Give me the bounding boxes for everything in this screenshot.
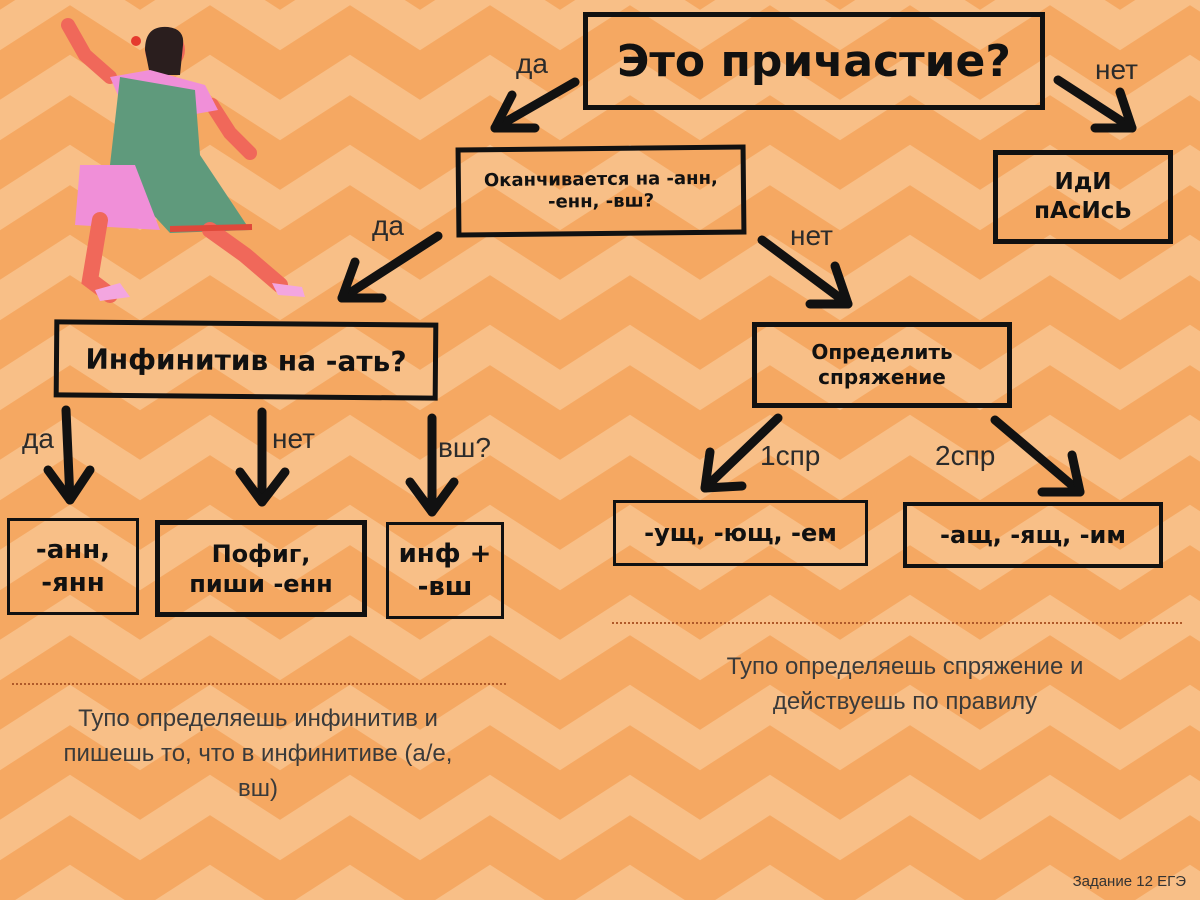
chevron-stripe — [0, 324, 1200, 411]
label-root-no: нет — [1095, 54, 1138, 85]
arrow-inf-no — [235, 407, 290, 507]
right-note: Тупо определяешь спряжение и действуешь … — [640, 650, 1170, 720]
go-away-line-2: пАсИсЬ — [1034, 198, 1132, 224]
ending-question-line-2: -енн, -вш? — [547, 190, 655, 213]
label-conj-2: 2спр — [935, 440, 996, 471]
left-note-line-2: пишешь то, что в инфинитиве (а/е, — [63, 739, 453, 767]
label-q2-yes: да — [372, 210, 404, 241]
label-inf-yes: да — [22, 423, 54, 454]
chevron-stripe — [0, 504, 1200, 591]
root-question-text: Это причастие? — [617, 35, 1011, 87]
chevron-stripe — [0, 54, 1200, 141]
arrow-q2-yes — [337, 231, 443, 303]
conj2-endings-box: -ащ, -ящ, -им — [903, 502, 1163, 568]
arrow-conj-2 — [990, 415, 1085, 497]
arrow-inf-vsh — [405, 413, 459, 517]
right-note-line-1: Тупо определяешь спряжение и — [726, 653, 1084, 680]
label-conj-1: 1спр — [760, 440, 821, 471]
conj1-endings-box: -ущ, -ющ, -ем — [613, 500, 868, 566]
arrow-root-no — [1053, 75, 1137, 133]
arrow-root-yes — [490, 77, 580, 133]
ann-yann-line-1: -анн, — [35, 535, 111, 565]
right-divider — [612, 622, 1182, 624]
determine-conjugation-line-2: спряжение — [818, 365, 946, 389]
arrow-inf-yes — [43, 405, 95, 505]
chevron-stripe — [0, 594, 1200, 681]
ending-question-line-1: Оканчивается на -анн, — [483, 167, 718, 191]
left-note-line-1: Тупо определяешь инфинитив и — [78, 705, 438, 732]
inf-vsh-line-2: -вш — [417, 571, 473, 602]
left-divider — [12, 683, 506, 685]
chevron-stripe — [0, 774, 1200, 861]
ann-yann-box: -анн, -янн — [7, 518, 139, 615]
label-inf-vsh: вш? — [438, 432, 491, 463]
infinitive-question-box: Инфинитив на -ать? — [53, 319, 439, 401]
chevron-stripe — [0, 0, 1200, 51]
whatever-enn-line-2: пиши -енн — [189, 569, 333, 598]
left-note-line-3: вш) — [238, 774, 278, 802]
chevron-stripe — [0, 414, 1200, 501]
root-question-box: Это причастие? — [583, 12, 1045, 110]
footer-caption: Задание 12 ЕГЭ — [1072, 873, 1186, 890]
conj2-endings-text: -ащ, -ящ, -им — [940, 521, 1126, 549]
conj1-endings-text: -ущ, -ющ, -ем — [644, 519, 837, 547]
arrow-conj-1 — [700, 413, 783, 493]
whatever-enn-line-1: Пофиг, — [211, 539, 311, 568]
ending-question-box: Оканчивается на -анн, -енн, -вш? — [455, 144, 747, 238]
whatever-enn-box: Пофиг, пиши -енн — [155, 520, 367, 617]
label-root-yes: да — [516, 48, 548, 79]
label-q2-no: нет — [790, 220, 833, 251]
left-note: Тупо определяешь инфинитив и пишешь то, … — [10, 702, 506, 806]
ann-yann-line-2: -янн — [41, 567, 105, 598]
arrow-q2-no — [757, 235, 853, 309]
go-away-line-1: ИдИ — [1054, 169, 1112, 196]
determine-conjugation-box: Определить спряжение — [752, 322, 1012, 408]
dancing-woman-illustration — [61, 18, 305, 303]
right-note-line-2: действуешь по правилу — [772, 687, 1038, 715]
inf-vsh-box: инф + -вш — [386, 522, 504, 619]
chevron-stripe — [0, 684, 1200, 771]
determine-conjugation-line-1: Определить — [811, 340, 953, 364]
infinitive-question-text: Инфинитив на -ать? — [85, 342, 407, 378]
label-inf-no: нет — [272, 423, 315, 454]
inf-vsh-line-1: инф + — [398, 539, 492, 569]
go-away-box: ИдИ пАсИсЬ — [993, 150, 1173, 244]
chevron-stripe — [15, 864, 1200, 900]
